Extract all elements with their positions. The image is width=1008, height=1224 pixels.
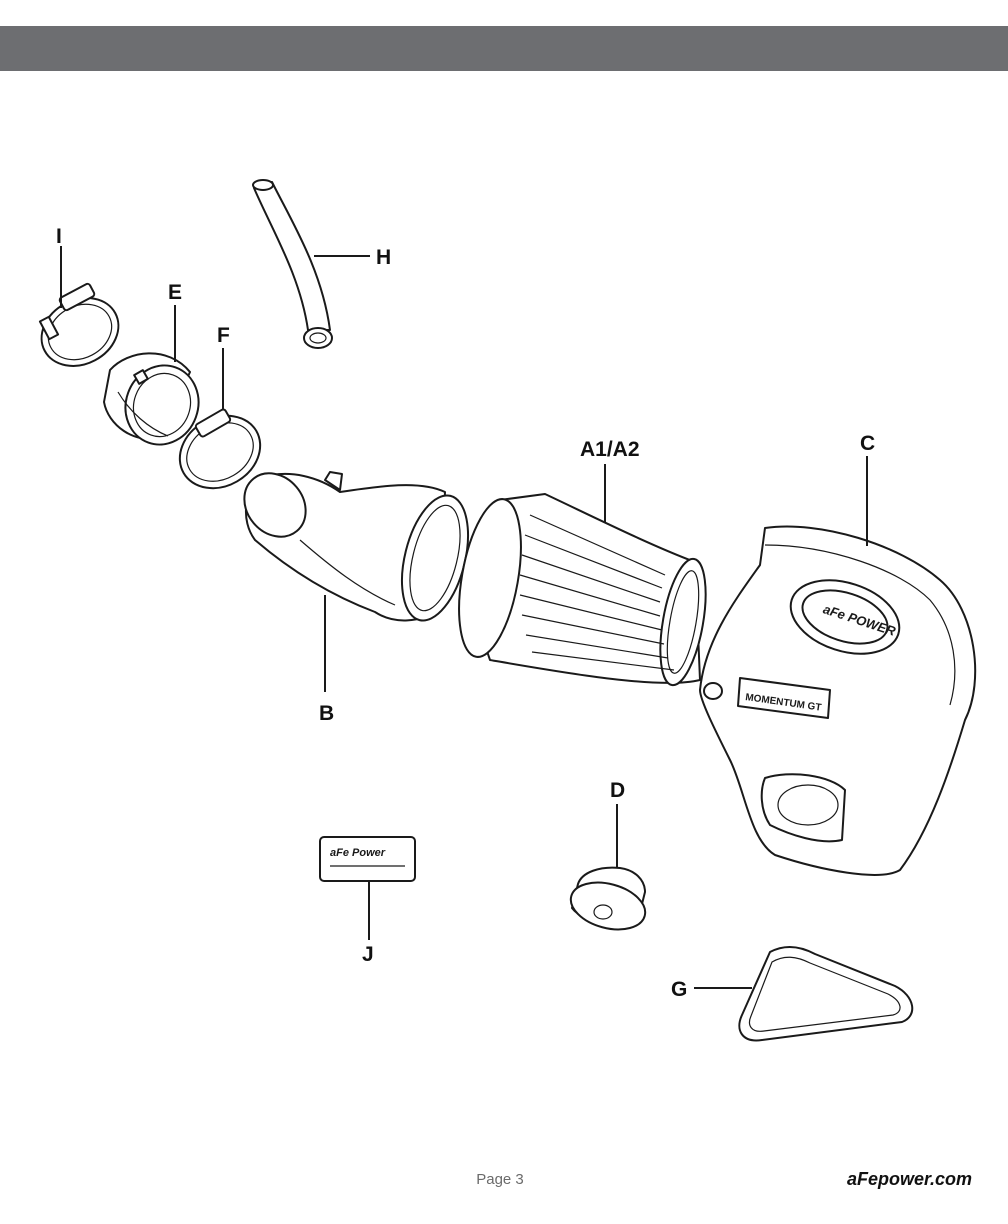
label-g: G xyxy=(671,978,687,1001)
label-i: I xyxy=(56,225,62,248)
clamp-part-i xyxy=(38,282,120,367)
website-url: aFepower.com xyxy=(846,1169,972,1189)
hose-part-h xyxy=(252,179,333,349)
air-filter-part-a xyxy=(458,493,707,687)
label-b: B xyxy=(319,702,334,725)
clamp-part-f xyxy=(178,408,262,490)
coupler-part-e xyxy=(103,352,200,446)
label-e: E xyxy=(168,281,182,304)
label-h: H xyxy=(376,246,391,269)
page-number: Page 3 xyxy=(476,1171,524,1188)
label-a: A1/A2 xyxy=(580,438,640,461)
air-box-part-c: aFe POWER MOMENTUM GT xyxy=(699,525,977,876)
label-j: J xyxy=(362,943,374,966)
intake-tube-part-b xyxy=(243,471,469,622)
label-c: C xyxy=(860,432,875,455)
svg-text:aFe Power: aFe Power xyxy=(330,847,386,859)
label-f: F xyxy=(217,324,230,347)
decal-part-j: aFe Power xyxy=(319,836,416,882)
gasket-part-g xyxy=(738,946,914,1042)
plug-part-d xyxy=(569,866,647,931)
header-bar xyxy=(0,26,1008,71)
label-d: D xyxy=(610,779,625,802)
